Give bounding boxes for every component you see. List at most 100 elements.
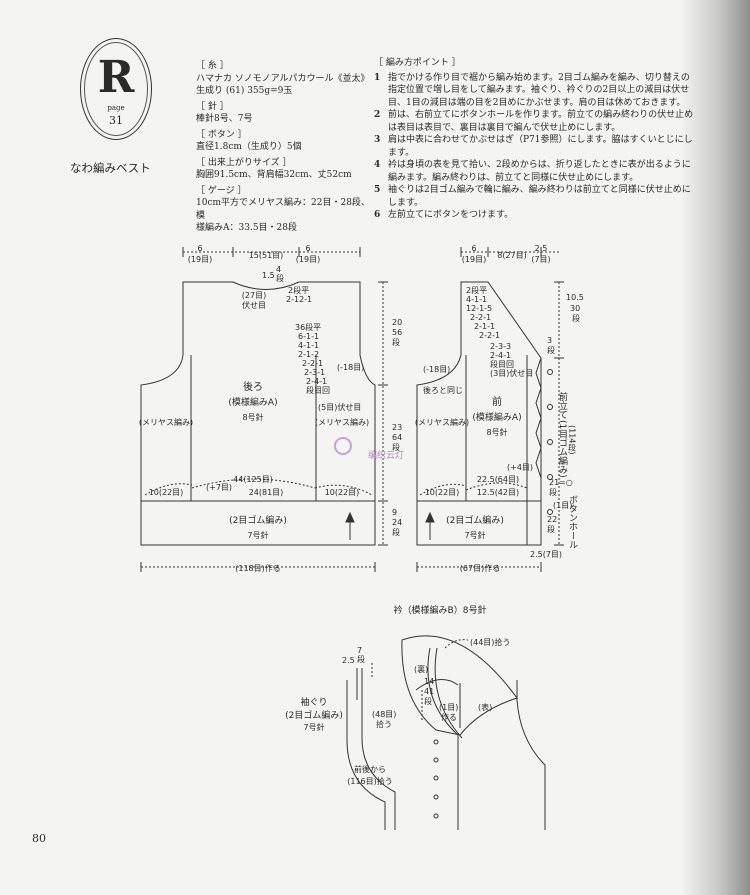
reference-page-number: 31: [109, 114, 123, 127]
back-height-top: 20: [392, 318, 402, 327]
front-armhole-note: 後ろと同じ: [423, 385, 463, 395]
back-height-rib: 9: [392, 508, 397, 517]
back-height-rib-unit: 段: [392, 527, 400, 537]
emblem-inner-oval: [84, 42, 148, 136]
points-heading: ［ 編み方ポイント ］: [374, 58, 461, 68]
back-neck-rows: 4: [276, 265, 281, 274]
back-height-mid: 23: [392, 423, 402, 432]
point-number: 6: [374, 210, 381, 220]
gauge-line-2: 様編みA：33.5目・28段: [196, 223, 297, 233]
back-armhole-decrease: (-18目): [337, 363, 364, 372]
back-side-stockinette-left: (メリヤス編み): [139, 417, 193, 427]
back-neck-bind-label: 伏せ目: [242, 300, 266, 310]
point-text: 衿は身頃の表を見て拾い、2段めからは、折り返したときに表が出るように編みます。編…: [388, 160, 691, 183]
page-curl-shadow: [680, 0, 750, 895]
back-width-side-right: 6: [305, 244, 310, 253]
front-needle: 8号針: [486, 427, 507, 437]
front-cast-on: (67目)作る: [460, 563, 500, 573]
needle-heading: ［ 針 ］: [196, 101, 229, 112]
front-left-width: 10(22目): [425, 488, 460, 497]
back-height-top-unit: 段: [392, 337, 400, 347]
back-neck-rows-unit: 段: [276, 273, 284, 283]
collar-height: 2.5: [342, 656, 355, 665]
point-text: 前は、右前立てにボタンホールを作ります。前立ての編み終わりの伏せ止めは表目は表目…: [388, 110, 694, 133]
point-text: 袖ぐりは2目ゴム編みで輪に編み、編み終わりは前立てと同様に伏せ止めにします。: [388, 185, 691, 208]
knitting-points: ［ 編み方ポイント ］ 1 指でかける作り目で裾から編み始めます。2目ゴム編みを編…: [374, 57, 694, 222]
yarn-heading: ［ 糸 ］: [196, 61, 229, 71]
front-bh-rows-2: 22: [547, 515, 557, 524]
armhole-pick-116: (116目)拾う: [347, 776, 393, 786]
back-width-side-left-stitches: (19目): [188, 255, 212, 264]
collar-make-one: (1目): [439, 703, 458, 712]
back-side-stockinette-right: (メリヤス編み): [315, 417, 369, 427]
back-neck-bind: (27目): [242, 291, 266, 300]
back-width-neck: 15(51目): [249, 251, 284, 260]
point-text: 指でかける作り目で裾から編み始めます。2目ゴム編みを編み、切り替えの指定位置で増…: [388, 72, 690, 108]
front-buttonhole-symbol: =○: [559, 478, 573, 487]
armhole-band-rib: (2目ゴム編み): [285, 709, 343, 721]
front-bh-one: (1目): [553, 501, 572, 510]
point-number: 3: [374, 135, 381, 145]
front-width-side: 6: [471, 244, 476, 253]
page-label: page: [107, 104, 125, 112]
front-dec-7: 2-3-3: [490, 342, 511, 351]
front-width-neck: 8(27目): [497, 251, 527, 260]
collar-pick-48: (48目): [372, 710, 396, 719]
back-needle: 8号針: [242, 412, 263, 422]
back-piece: [140, 247, 388, 572]
collar-labels: 衿（模様編みB）8号針 2.5 7 段 (44目)拾う (裏) (表) 14 4…: [285, 604, 510, 786]
front-bh-rows-2-unit: 段: [547, 524, 555, 534]
back-width-side-right-stitches: (19目): [296, 255, 320, 264]
back-piece-name: 後ろ: [243, 380, 263, 393]
collar-height-unit: 段: [357, 654, 365, 664]
back-labels: 6 (19目) 15(51目) 6 (19目) 1.5 4 段 (27目) 伏せ…: [139, 244, 402, 573]
front-placket-rib: (1目ゴム編み): [557, 420, 568, 478]
front-band-rows-unit: 段: [547, 345, 555, 355]
front-width-side-stitches: (19目): [462, 255, 486, 264]
front-dec-8: 2-4-1: [490, 351, 511, 360]
front-side-stockinette: (メリヤス編み): [415, 417, 469, 427]
front-top-rows-count: 30: [570, 304, 580, 313]
back-height-top-rows: 56: [392, 328, 402, 337]
point-text: 肩は中表に合わせてかぶせはぎ（P71参照）にします。脇はすくいとじにします。: [388, 135, 693, 158]
page-number: 80: [32, 832, 46, 845]
back-height-mid-unit: 段: [392, 442, 400, 452]
back-dec-3: 36段平: [295, 322, 321, 332]
size-spec: 胸囲91.5cm、背肩幅32cm、丈52cm: [196, 170, 352, 180]
pattern-title: なわ編みベスト: [70, 161, 151, 175]
collar-pick-48-label: 拾う: [376, 719, 392, 729]
front-piece: [416, 247, 564, 572]
back-neck-depth: 1.5: [262, 271, 275, 280]
point-text: 左前立てにボタンをつけます。: [388, 210, 514, 220]
needle-size: 棒針8号、7号: [196, 114, 253, 124]
back-center-width: 24(81目): [249, 488, 284, 497]
gauge-heading: ［ ゲージ ］: [196, 185, 247, 196]
point-item: 4 衿は身頃の表を見て拾い、2段めからは、折り返したときに表が出るように編みます。…: [374, 159, 694, 184]
point-number: 4: [374, 160, 381, 170]
front-rib: (2目ゴム編み): [446, 514, 504, 526]
back-dec-2: 2-12-1: [286, 295, 312, 304]
front-top-rows-unit: 段: [572, 313, 580, 323]
collar-rows: 14: [424, 677, 434, 686]
point-number: 1: [374, 72, 381, 83]
front-bh-rows-unit: 段: [549, 487, 557, 497]
front-increase: (+4目): [507, 463, 533, 472]
yarn-name: ハマナカ ソノモノアルパカウール《並太》: [196, 73, 370, 84]
back-dec-1: 2段平: [288, 285, 309, 295]
front-band-width-stitches: (7目): [531, 255, 550, 264]
front-rib-needle: 7号針: [464, 530, 485, 540]
front-dec-6: 2-2-1: [479, 331, 500, 340]
collar-face-side: (表): [478, 702, 492, 712]
pattern-letter: R: [97, 52, 135, 103]
front-piece-name: 前: [492, 395, 502, 408]
front-pattern: (模様編みA): [472, 411, 521, 423]
front-dec-1: 2段平: [466, 285, 487, 295]
front-labels: 6 (19目) 8(27目) 2.5 (7目) 2段平 4-1-1 12-1-5…: [415, 244, 584, 573]
back-left-width: 10(22目): [149, 488, 184, 497]
back-width-side-left: 6: [197, 244, 202, 253]
collar-rows-unit: 段: [424, 696, 432, 706]
emblem-oval: [80, 38, 152, 140]
back-armhole-bind: (5目)伏せ目: [318, 402, 361, 412]
collar-rows-count: 41: [424, 687, 434, 696]
